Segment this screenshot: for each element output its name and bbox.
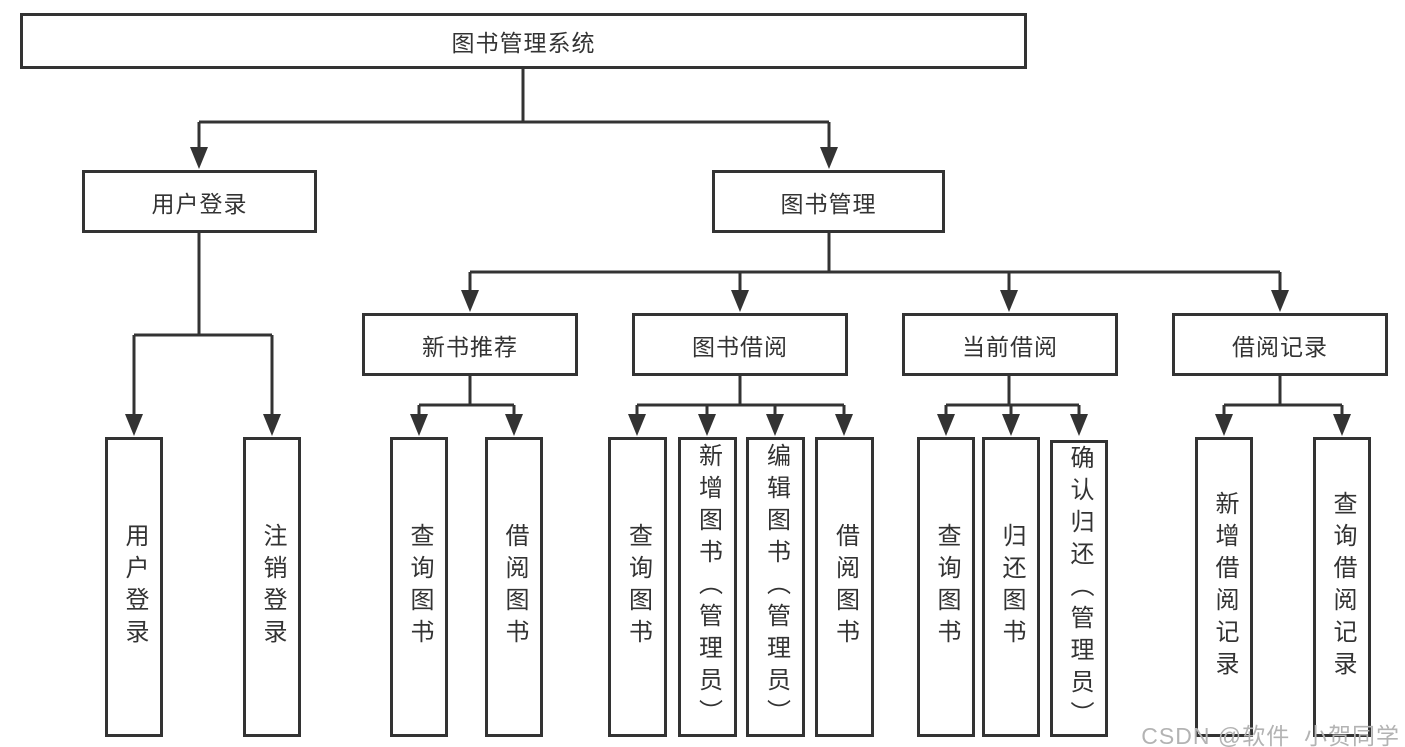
node-label: 注销登录: [259, 523, 286, 651]
connector-book-management-to-children: [468, 233, 1282, 293]
node-label: 借阅图书: [501, 523, 528, 651]
leaf-query-books-recommend: 查询图书: [390, 437, 448, 737]
arrow-down-icon: [1215, 414, 1233, 436]
leaf-add-borrow-record: 新增借阅记录: [1195, 437, 1253, 737]
node-label: 图书管理系统: [451, 30, 596, 56]
node-label: 新增图书（管理员）: [694, 443, 722, 731]
connector-borrow-records-to-children: [1222, 376, 1344, 417]
arrow-down-icon: [263, 414, 281, 436]
node-user-login: 用户登录: [82, 170, 317, 233]
node-borrow-records: 借阅记录: [1172, 313, 1388, 376]
leaf-query-books-current: 查询图书: [917, 437, 975, 737]
arrow-down-icon: [1070, 414, 1088, 436]
node-label: 借阅记录: [1232, 333, 1328, 360]
leaf-borrow-books: 借阅图书: [815, 437, 874, 737]
node-new-book-recommend: 新书推荐: [362, 313, 578, 376]
arrow-down-icon: [698, 414, 716, 436]
leaf-confirm-return-admin: 确认归还（管理员）: [1050, 440, 1108, 737]
node-label: 用户登录: [151, 190, 248, 217]
node-label: 编辑图书（管理员）: [762, 443, 790, 731]
node-label: 图书管理: [780, 190, 877, 217]
arrow-down-icon: [628, 414, 646, 436]
leaf-query-books-borrow: 查询图书: [608, 437, 667, 737]
connector-root-to-level2: [197, 69, 831, 150]
leaf-edit-books-admin: 编辑图书（管理员）: [746, 437, 805, 737]
leaf-logout: 注销登录: [243, 437, 301, 737]
node-label: 查询图书: [406, 523, 433, 651]
node-label: 查询借阅记录: [1329, 491, 1356, 683]
connector-book-borrow-to-children: [635, 376, 846, 417]
node-label: 图书借阅: [692, 333, 788, 360]
arrow-down-icon: [190, 147, 208, 169]
node-label: 当前借阅: [962, 333, 1058, 360]
arrow-down-icon: [731, 290, 749, 312]
connector-new-book-recommend-to-children: [417, 376, 516, 417]
arrow-down-icon: [125, 414, 143, 436]
leaf-user-login: 用户登录: [105, 437, 163, 737]
node-label: 借阅图书: [831, 523, 859, 651]
node-root-library-system: 图书管理系统: [20, 13, 1027, 69]
node-label: 确认归还（管理员）: [1066, 444, 1093, 733]
arrow-down-icon: [505, 414, 523, 436]
arrow-down-icon: [461, 290, 479, 312]
node-book-management: 图书管理: [712, 170, 945, 233]
node-label: 新书推荐: [422, 333, 518, 360]
node-current-borrow: 当前借阅: [902, 313, 1118, 376]
arrow-down-icon: [410, 414, 428, 436]
leaf-query-borrow-record: 查询借阅记录: [1313, 437, 1371, 737]
node-label: 归还图书: [998, 523, 1025, 651]
node-label: 用户登录: [121, 523, 148, 651]
connector-user-login-to-children: [132, 233, 274, 417]
arrow-down-icon: [937, 414, 955, 436]
csdn-watermark: CSDN @软件_小贺同学: [1141, 723, 1400, 747]
connector-current-borrow-to-children: [944, 376, 1081, 417]
leaf-borrow-books-recommend: 借阅图书: [485, 437, 543, 737]
arrow-down-icon: [820, 147, 838, 169]
arrow-down-icon: [1271, 290, 1289, 312]
arrow-down-icon: [1002, 414, 1020, 436]
leaf-return-books: 归还图书: [982, 437, 1040, 737]
arrow-down-icon: [1000, 290, 1018, 312]
node-label: 查询图书: [933, 523, 960, 651]
leaf-add-books-admin: 新增图书（管理员）: [678, 437, 737, 737]
node-label: 查询图书: [624, 523, 652, 651]
node-book-borrow: 图书借阅: [632, 313, 848, 376]
arrow-down-icon: [766, 414, 784, 436]
arrow-down-icon: [1333, 414, 1351, 436]
node-label: 新增借阅记录: [1211, 491, 1238, 683]
arrow-down-icon: [835, 414, 853, 436]
